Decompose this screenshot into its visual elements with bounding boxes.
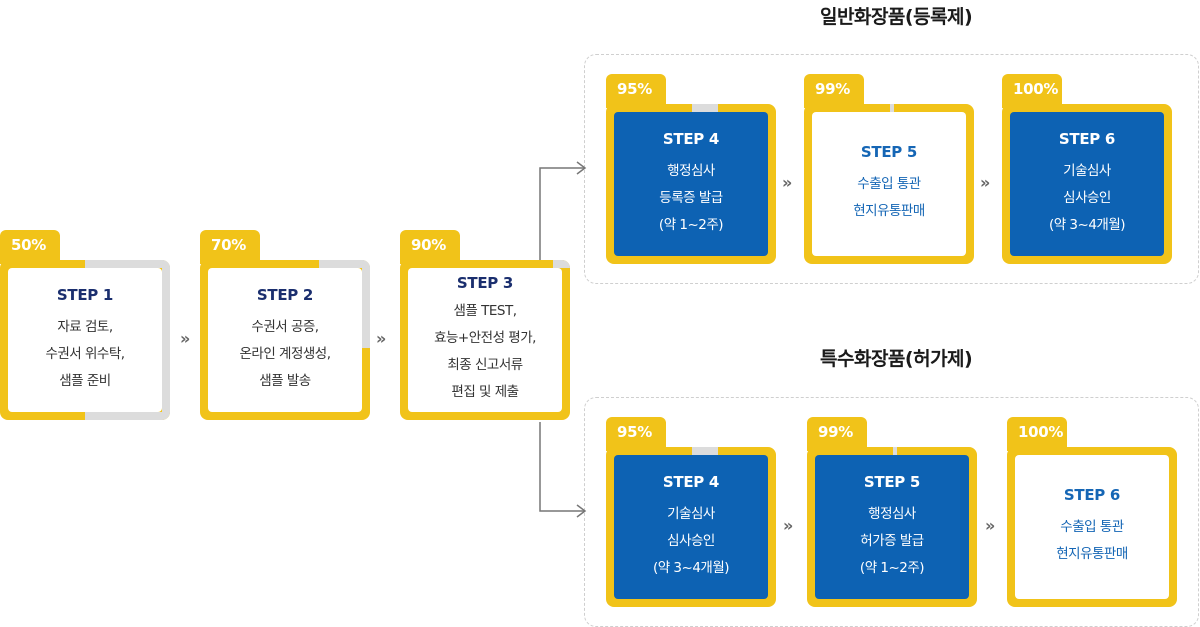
special-step-5-line: (약 1~2주) [859, 559, 925, 576]
step-2-line: 샘플 발송 [259, 372, 311, 389]
step-arrow-icon: » [782, 173, 792, 192]
step-3-card: 90% STEP 3 샘플 TEST, 효능+안전성 평가, 최종 신고서류 편… [400, 230, 570, 420]
special-section-title: 특수화장품(허가제) [820, 348, 973, 370]
general-step-6-card: 100% STEP 6 기술심사 심사승인 (약 3~4개월) [1002, 74, 1172, 264]
special-step-4-line: (약 3~4개월) [652, 559, 730, 576]
special-step-4-line: 기술심사 [667, 505, 715, 522]
step-arrow-icon: » [985, 516, 995, 535]
special-step-6-card: 100% STEP 6 수출입 통관 현지유통판매 [1007, 417, 1177, 607]
general-step-4-line: (약 1~2주) [658, 216, 724, 233]
progress-unfilled-segment [162, 260, 170, 412]
special-step-4-percent: 95% [606, 417, 666, 451]
special-step-6-percent: 100% [1007, 417, 1067, 451]
special-step-5-line: 허가증 발급 [860, 532, 924, 549]
step-2-percent: 70% [200, 230, 260, 264]
general-step-4-percent: 95% [606, 74, 666, 108]
step-3-title: STEP 3 [456, 274, 514, 292]
general-step-6-title: STEP 6 [1058, 129, 1116, 148]
general-step-5-line: 수출입 통관 [857, 176, 921, 192]
step-1-percent: 50% [0, 230, 60, 264]
special-step-5-percent: 99% [807, 417, 867, 451]
progress-unfilled-segment [85, 412, 170, 420]
step-3-line: 효능+안전성 평가, [434, 330, 536, 346]
special-step-5-line: 행정심사 [868, 505, 916, 522]
general-step-5-line: 현지유통판매 [853, 203, 925, 219]
step-1-title: STEP 1 [56, 285, 114, 304]
special-step-6-line: 수출입 통관 [1060, 519, 1124, 535]
general-section-title: 일반화장품(등록제) [820, 6, 973, 28]
special-step-6-line: 현지유통판매 [1056, 546, 1128, 562]
step-arrow-icon: » [980, 173, 990, 192]
special-step-5-card: 99% STEP 5 행정심사 허가증 발급 (약 1~2주) [807, 417, 977, 607]
step-2-line: 수권서 공증, [251, 318, 319, 335]
special-step-4-card: 95% STEP 4 기술심사 심사승인 (약 3~4개월) [606, 417, 776, 607]
step-2-title: STEP 2 [256, 285, 314, 304]
general-step-4-title: STEP 4 [662, 129, 720, 148]
general-step-6-line: 기술심사 [1063, 162, 1111, 179]
step-3-percent: 90% [400, 230, 460, 264]
general-step-5-title: STEP 5 [860, 143, 918, 161]
step-1-line: 샘플 준비 [59, 372, 111, 389]
step-2-card: 70% STEP 2 수권서 공증, 온라인 계정생성, 샘플 발송 [200, 230, 370, 420]
general-step-4-card: 95% STEP 4 행정심사 등록증 발급 (약 1~2주) [606, 74, 776, 264]
general-step-5-percent: 99% [804, 74, 864, 108]
general-step-6-percent: 100% [1002, 74, 1062, 108]
special-step-4-title: STEP 4 [662, 472, 720, 491]
step-1-line: 자료 검토, [57, 318, 113, 335]
step-arrow-icon: » [376, 329, 386, 348]
step-3-line: 샘플 TEST, [453, 303, 517, 319]
special-step-6-title: STEP 6 [1063, 486, 1121, 504]
general-step-5-card: 99% STEP 5 수출입 통관 현지유통판매 [804, 74, 974, 264]
step-arrow-icon: » [783, 516, 793, 535]
step-1-card: 50% STEP 1 자료 검토, 수권서 위수탁, 샘플 준비 [0, 230, 170, 420]
general-step-6-line: 심사승인 [1063, 189, 1111, 206]
step-arrow-icon: » [180, 329, 190, 348]
step-3-line: 편집 및 제출 [451, 384, 519, 400]
general-step-4-line: 등록증 발급 [659, 189, 723, 206]
step-2-line: 온라인 계정생성, [239, 345, 331, 362]
progress-unfilled-segment [362, 260, 370, 348]
step-1-line: 수권서 위수탁, [45, 345, 125, 362]
general-step-6-line: (약 3~4개월) [1048, 216, 1126, 233]
step-3-line: 최종 신고서류 [447, 357, 523, 373]
general-step-4-line: 행정심사 [667, 162, 715, 179]
special-step-4-line: 심사승인 [667, 532, 715, 549]
special-step-5-title: STEP 5 [863, 472, 921, 491]
